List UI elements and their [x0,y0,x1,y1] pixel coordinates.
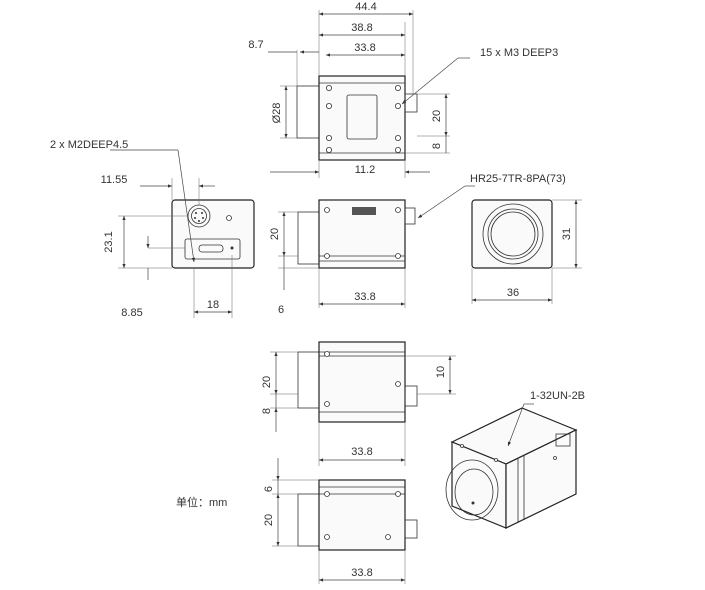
dim-8-7: 8.7 [248,39,263,51]
connector-stub [404,385,418,407]
back-view-body [171,199,255,269]
callout-m2-deep4-5: 2 x M2DEEP4.5 [50,139,128,151]
screw-hole [325,146,332,153]
dim-8-top: 8 [431,143,443,149]
data-port [184,238,241,260]
iso-side-face [505,429,577,529]
screw-hole [394,103,401,110]
screw-hole [394,134,401,141]
dim-20-top: 20 [431,110,443,122]
side-view-2: 20 8 10 33.8 [261,341,456,466]
side-view-1: 20 6 33.8 HR25-7TR-8PA(73) [269,173,566,316]
unit-label: 单位：mm [176,495,227,509]
dim-11-55: 11.55 [101,174,128,186]
dim-23-1: 23.1 [103,231,115,252]
dim-33-8-side1: 33.8 [354,291,375,303]
dim-44-4: 44.4 [355,1,376,13]
front-view-body [471,199,553,269]
lens-mount-stub [297,211,320,265]
dim-6-side1: 6 [278,304,284,316]
dim-31: 31 [561,228,573,240]
dim-8-85: 8.85 [121,307,142,319]
dim-20-side3: 20 [263,514,275,526]
screw-hole [325,103,332,110]
side-view-3: 6 20 33.8 [263,458,418,584]
back-view: 11.55 23.1 8.85 18 2 x M2DEEP4.5 [50,139,255,319]
dim-diameter-28: Ø28 [271,103,283,124]
dim-36: 36 [507,287,519,299]
dim-18: 18 [207,299,219,311]
screw-hole [394,85,401,92]
isometric-view: 1-32UN-2B [445,390,585,529]
lens-mount-stub [297,351,320,409]
dim-20-side1: 20 [269,228,281,240]
lens-mount-stub [296,85,320,139]
screw-hole [325,85,332,92]
back-screw [226,215,232,221]
dim-33-8-side2: 33.8 [351,446,372,458]
callout-hr25: HR25-7TR-8PA(73) [470,173,566,185]
dim-20-side2: 20 [261,376,273,388]
dim-8-side2: 8 [261,408,273,414]
dim-11-2: 11.2 [355,164,376,176]
dim-6-side3: 6 [263,486,275,492]
callout-1-32un: 1-32UN-2B [530,390,585,402]
dim-10-side2: 10 [435,366,447,378]
brand-logo [352,207,376,215]
top-view-body [318,75,406,161]
screw-hole [325,134,332,141]
screw-hole [394,146,401,153]
top-view: 44.4 38.8 33.8 8.7 Ø28 20 8 11.2 15 x [248,1,558,178]
lens-mount-stub [297,493,320,547]
dim-33-8-top: 33.8 [354,42,375,54]
dim-38-8: 38.8 [351,22,372,34]
connector-stub [404,519,418,539]
callout-m3-deep3: 15 x M3 DEEP3 [480,47,558,59]
side-view-3-body [318,479,406,551]
dim-33-8-side3: 33.8 [351,567,372,579]
iso-lens-ring [445,459,499,521]
lens-ring-outer [482,203,544,265]
front-view: 31 36 [471,199,582,304]
label-window [346,94,378,140]
connector-stub [404,207,416,225]
side-view-2-body [318,341,406,423]
